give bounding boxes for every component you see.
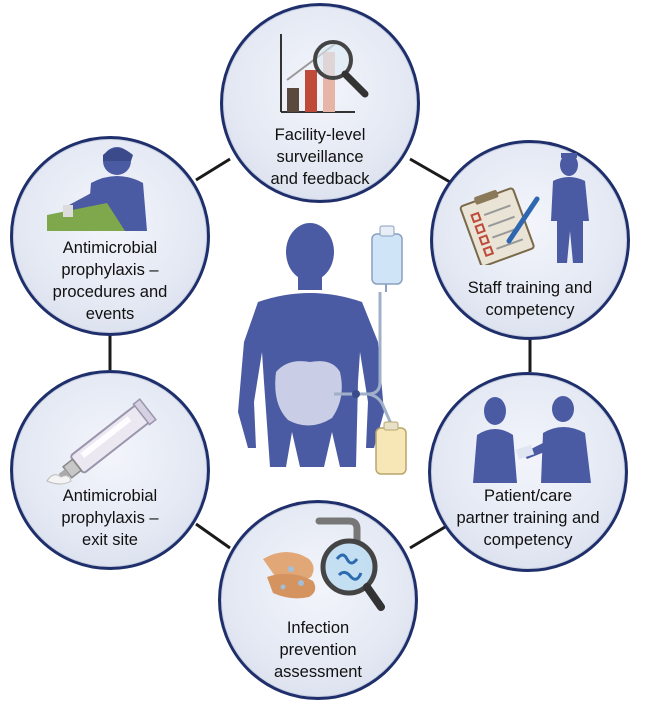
node-label-patient-training: Patient/care partner training and compet…	[456, 487, 600, 549]
bar-chart-magnifier-icon	[280, 34, 369, 113]
peritoneal-dialysis-patient-icon	[238, 223, 407, 475]
two-people-talking-icon	[473, 396, 591, 483]
nurse-clipboard-icon	[459, 153, 589, 265]
node-infection-assessment: Infection prevention assessment	[218, 500, 418, 700]
node-label-prophylaxis-procedures: Antimicrobial prophylaxis – procedures a…	[52, 239, 168, 323]
node-prophylaxis-exit-site: Antimicrobial prophylaxis – exit site	[10, 370, 210, 570]
node-staff-training: Staff training and competency	[430, 140, 630, 340]
node-label-surveillance: Facility-level surveillance and feedback	[270, 126, 370, 188]
node-prophylaxis-procedures: Antimicrobial prophylaxis – procedures a…	[10, 136, 210, 336]
node-label-infection-assessment: Infection prevention assessment	[273, 619, 363, 681]
connector-patient-assessment	[409, 522, 451, 550]
node-label-staff-training: Staff training and competency	[467, 279, 593, 319]
node-patient-training: Patient/care partner training and compet…	[428, 372, 628, 572]
connector-exitsite-assessment	[195, 522, 231, 550]
node-surveillance: Facility-level surveillance and feedback	[220, 3, 420, 203]
node-label-prophylaxis-exit-site: Antimicrobial prophylaxis – exit site	[61, 487, 159, 549]
surgeon-icon	[47, 147, 147, 231]
ointment-tube-icon	[46, 398, 157, 485]
handwash-microbe-magnifier-icon	[263, 517, 385, 611]
connector-surveillance-procedures	[195, 157, 231, 182]
connector-surveillance-staff	[409, 157, 451, 184]
